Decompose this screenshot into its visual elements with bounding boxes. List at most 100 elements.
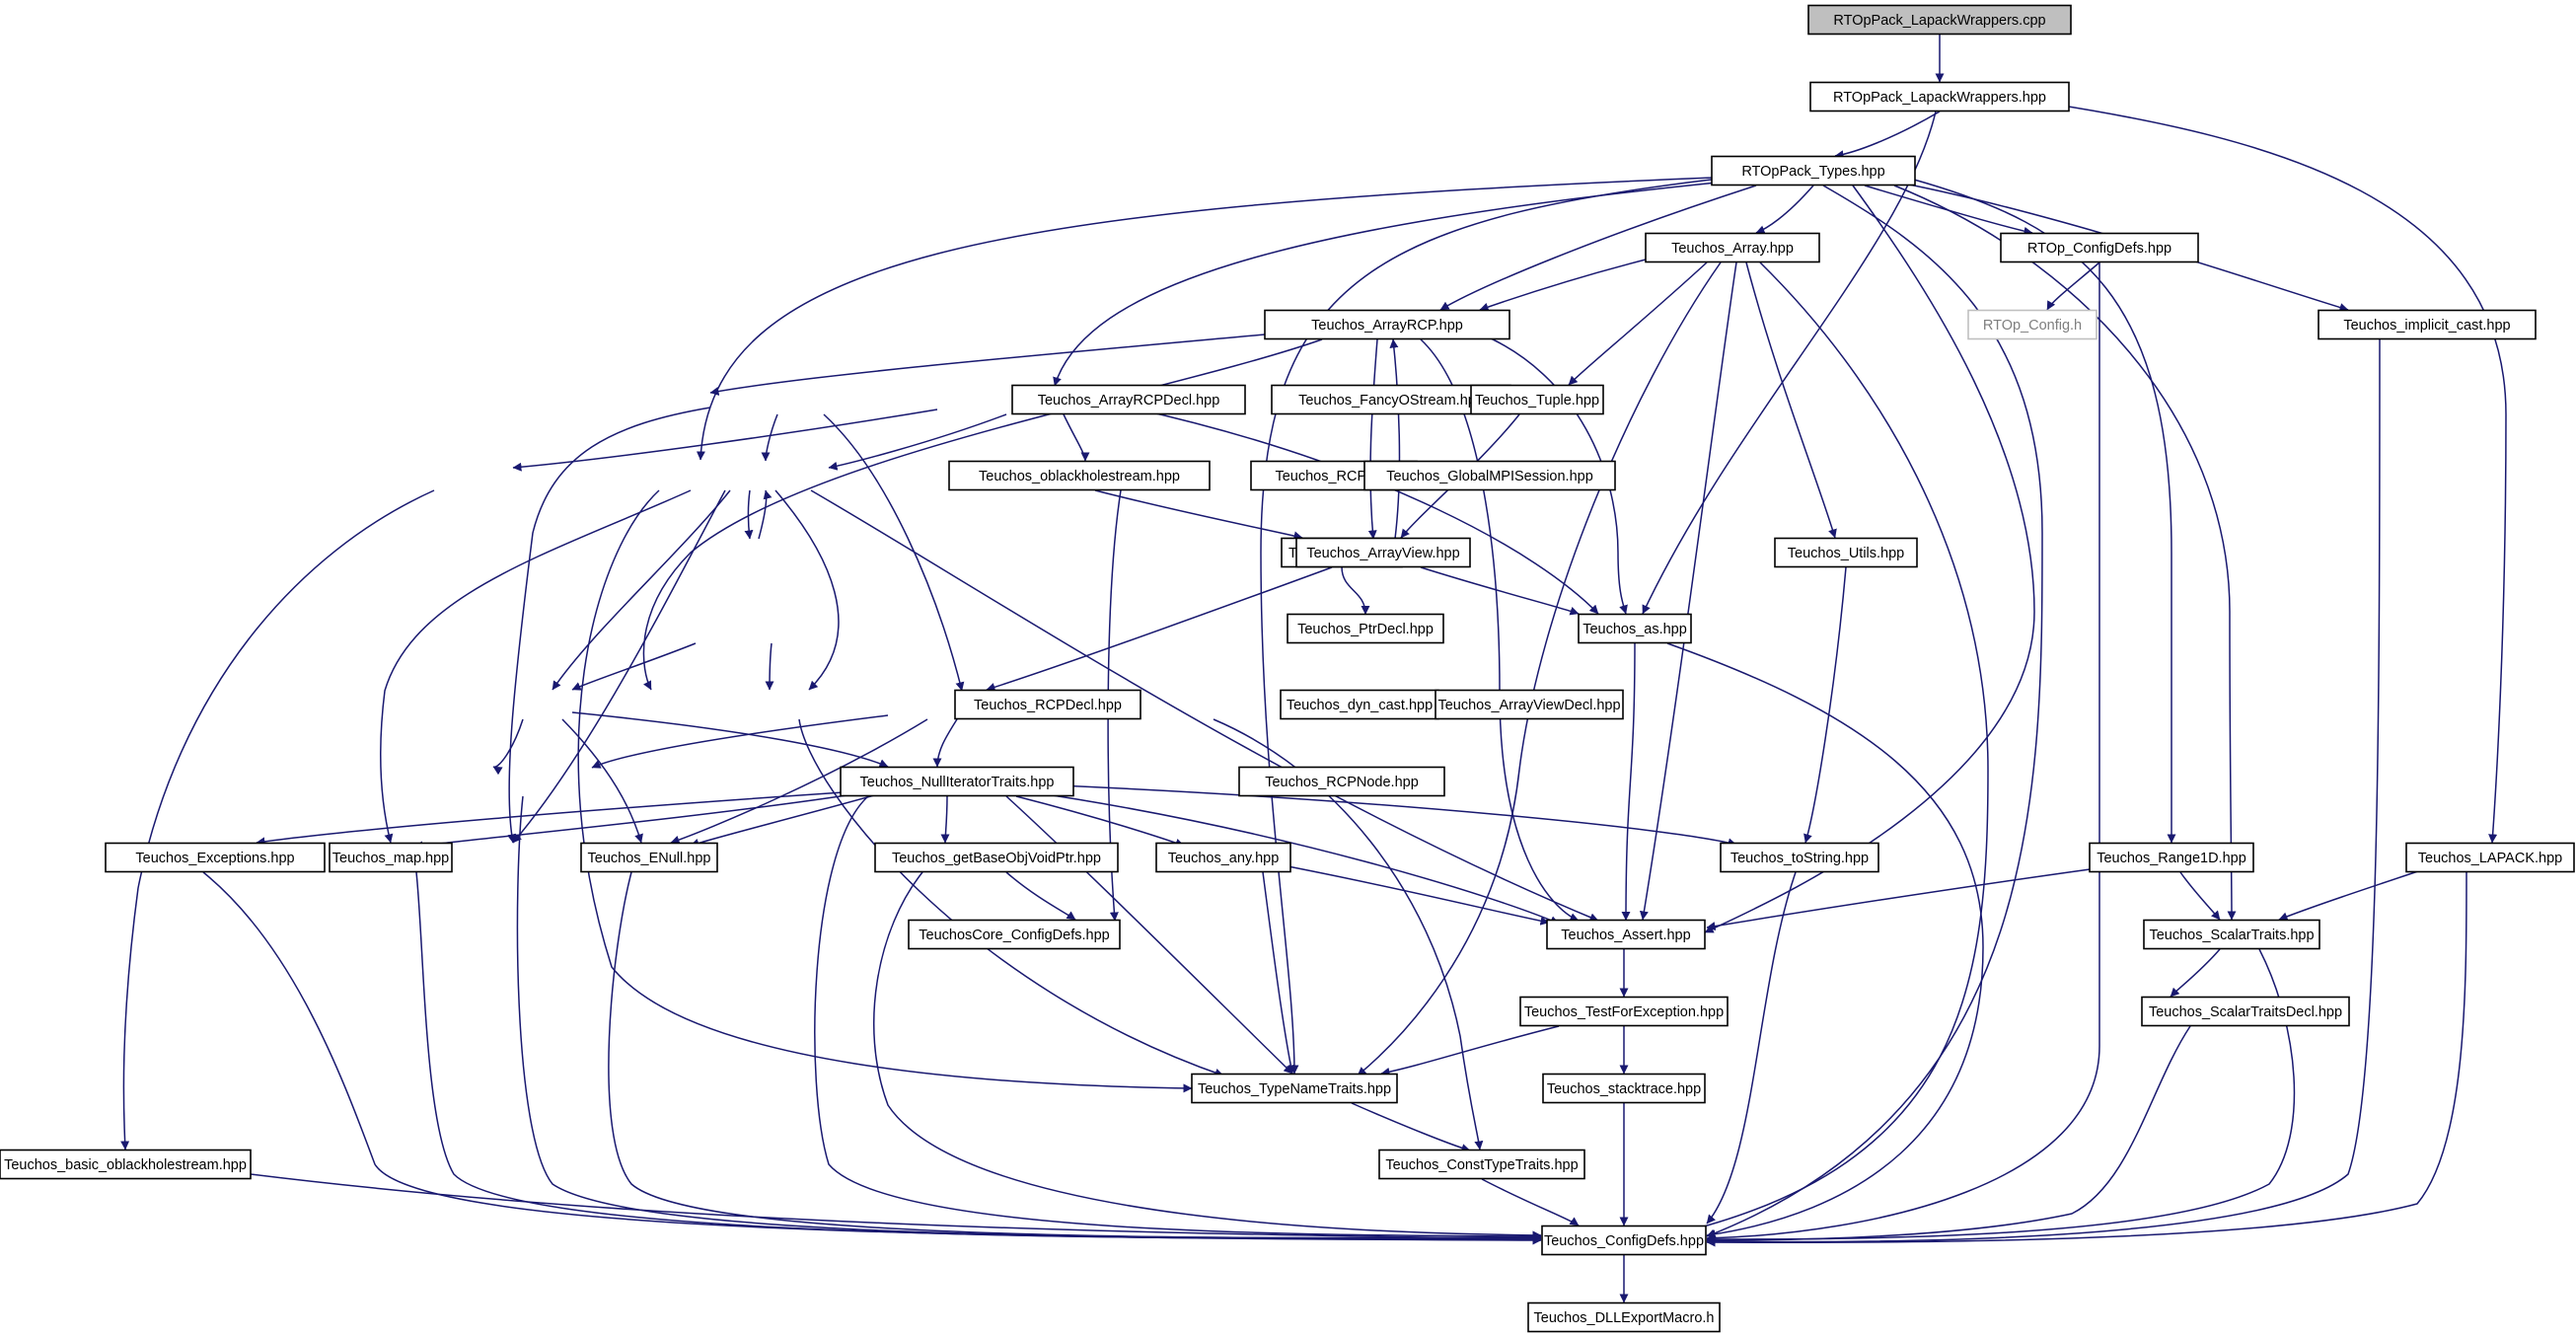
edge-n19-n22 — [492, 718, 524, 776]
node-n0[interactable]: RTOpPack_LapackWrappers.cpp — [1807, 4, 2072, 36]
node-label: Teuchos_FancyOStream.hpp — [1298, 393, 1484, 409]
edge-n27-n32 — [1005, 871, 1076, 921]
edge-n14-n18 — [1341, 566, 1370, 615]
node-n20[interactable]: Teuchos_dyn_cast.hpp — [1280, 689, 1439, 720]
node-label: Teuchos_basic_oblackholestream.hpp — [4, 1157, 247, 1173]
edge-n3-n16 — [1745, 261, 1837, 539]
node-label: Teuchos_ConstTypeTraits.hpp — [1385, 1157, 1578, 1173]
node-label: Teuchos_GlobalMPISession.hpp — [1386, 469, 1593, 484]
edge-n2-n3 — [1755, 185, 1814, 234]
edge-n1-n2 — [1834, 111, 1941, 160]
edge-n2-n41 — [1706, 185, 2043, 1238]
node-box — [0, 1149, 252, 1180]
edge-n7-n15 — [1367, 338, 1378, 540]
node-label: Teuchos_ConfigDefs.hpp — [1544, 1233, 1704, 1249]
node-n28[interactable]: Teuchos_any.hpp — [1155, 842, 1291, 873]
edge-n4-n5 — [2046, 261, 2100, 311]
edge-n29-n41 — [1706, 871, 1797, 1225]
edge-n27-n41 — [873, 871, 1542, 1240]
edge-n2-n34 — [1893, 185, 2237, 921]
node-label: Teuchos_implicit_cast.hpp — [2343, 318, 2510, 334]
node-n25[interactable]: Teuchos_map.hpp — [329, 842, 453, 873]
node-n41[interactable]: Teuchos_ConfigDefs.hpp — [1541, 1225, 1707, 1256]
node-n19[interactable]: Teuchos_RCPDecl.hpp — [954, 689, 1141, 720]
node-n30[interactable]: Teuchos_Range1D.hpp — [2089, 842, 2254, 873]
node-n1[interactable]: RTOpPack_LapackWrappers.hpp — [1809, 81, 2070, 112]
node-box — [954, 689, 1141, 720]
node-n38[interactable]: Teuchos_stacktrace.hpp — [1542, 1073, 1706, 1104]
node-n3[interactable]: Teuchos_Array.hpp — [1645, 232, 1820, 263]
node-label: Teuchos_Exceptions.hpp — [135, 851, 294, 866]
edge-n21-n22 — [591, 714, 889, 769]
edge-n9-n13 — [1063, 413, 1090, 462]
edge-n18-n19 — [571, 642, 697, 691]
edge-n9-n11 — [512, 409, 938, 472]
edge-n3-n10 — [1568, 261, 1708, 386]
node-box — [1238, 766, 1445, 797]
node-n42[interactable]: Teuchos_DLLExportMacro.h — [1527, 1301, 1721, 1333]
edge-n25-n41 — [415, 871, 1542, 1244]
node-box — [1264, 309, 1510, 340]
node-label: Teuchos_ArrayView.hpp — [1306, 546, 1459, 561]
node-n13[interactable]: Teuchos_GlobalMPISession.hpp — [1363, 460, 1616, 491]
node-n17[interactable]: Teuchos_as.hpp — [1578, 613, 1692, 644]
node-n26[interactable]: Teuchos_ENull.hpp — [580, 842, 718, 873]
node-n11[interactable]: Teuchos_oblackholestream.hpp — [948, 460, 1211, 491]
node-label: Teuchos_Array.hpp — [1671, 241, 1794, 257]
edge-n7-n33 — [1420, 338, 1580, 922]
edge-n17-n33 — [1621, 642, 1636, 921]
node-box — [1541, 1225, 1707, 1256]
node-label: Teuchos_RCP.hpp — [1275, 469, 1392, 484]
node-n39[interactable]: Teuchos_basic_oblackholestream.hpp — [0, 1149, 252, 1180]
edge-n30-n34 — [2179, 871, 2221, 921]
edge-n2-n30 — [1913, 179, 2176, 844]
edge-n31-n34 — [2278, 867, 2428, 922]
node-n34[interactable]: Teuchos_ScalarTraits.hpp — [2143, 919, 2320, 950]
node-label: Teuchos_Assert.hpp — [1561, 928, 1690, 943]
node-layer: RTOpPack_LapackWrappers.cppRTOpPack_Lapa… — [0, 4, 2575, 1333]
node-n2[interactable]: RTOpPack_Types.hpp — [1711, 155, 1916, 186]
node-n24[interactable]: Teuchos_Exceptions.hpp — [105, 842, 326, 873]
node-n35[interactable]: Teuchos_TestForException.hpp — [1519, 996, 1729, 1027]
node-n33[interactable]: Teuchos_Assert.hpp — [1546, 919, 1706, 950]
node-n36[interactable]: Teuchos_ScalarTraitsDecl.hpp — [2141, 996, 2350, 1027]
node-label: Teuchos_NullIteratorTraits.hpp — [860, 775, 1055, 790]
edge-n28-n33 — [1277, 863, 1550, 926]
node-label: RTOpPack_Types.hpp — [1741, 164, 1884, 180]
node-box — [580, 842, 718, 873]
node-n7[interactable]: Teuchos_ArrayRCP.hpp — [1264, 309, 1510, 340]
edge-n3-n41 — [1676, 261, 1989, 1236]
node-n31[interactable]: Teuchos_LAPACK.hpp — [2405, 842, 2575, 873]
node-n21[interactable]: Teuchos_ArrayViewDecl.hpp — [1435, 689, 1624, 720]
node-n37[interactable]: Teuchos_TypeNameTraits.hpp — [1191, 1073, 1398, 1104]
node-n27[interactable]: Teuchos_getBaseObjVoidPtr.hpp — [874, 842, 1119, 873]
edge-n35-n37 — [1380, 1025, 1560, 1077]
node-n32[interactable]: TeuchosCore_ConfigDefs.hpp — [908, 919, 1121, 950]
edge-n21-n26 — [670, 718, 928, 845]
node-n18[interactable]: Teuchos_PtrDecl.hpp — [1287, 613, 1444, 644]
node-box — [1774, 537, 1918, 568]
edge-n23-n29 — [1035, 783, 1737, 848]
edge-n37-n40 — [1351, 1102, 1471, 1152]
node-n6[interactable]: Teuchos_implicit_cast.hpp — [2318, 309, 2537, 340]
node-label: RTOp_Config.h — [1983, 318, 2082, 334]
node-n16[interactable]: Teuchos_Utils.hpp — [1774, 537, 1918, 568]
node-n40[interactable]: Teuchos_ConstTypeTraits.hpp — [1378, 1149, 1585, 1180]
node-label: Teuchos_stacktrace.hpp — [1547, 1081, 1701, 1097]
node-n15[interactable]: Teuchos_ArrayView.hpp — [1295, 537, 1471, 568]
node-box — [1527, 1301, 1721, 1333]
node-box — [840, 766, 1074, 797]
edge-n23-n27 — [940, 795, 950, 844]
node-n10[interactable]: Teuchos_Tuple.hpp — [1470, 384, 1604, 415]
node-box — [1720, 842, 1879, 873]
node-label: RTOpPack_LapackWrappers.cpp — [1833, 13, 2045, 29]
node-label: Teuchos_ENull.hpp — [588, 851, 711, 866]
node-n8[interactable]: Teuchos_ArrayRCPDecl.hpp — [1011, 384, 1246, 415]
edge-n8-n21 — [823, 413, 965, 692]
node-n29[interactable]: Teuchos_toString.hpp — [1720, 842, 1879, 873]
node-n22[interactable]: Teuchos_NullIteratorTraits.hpp — [840, 766, 1074, 797]
node-n23[interactable]: Teuchos_RCPNode.hpp — [1238, 766, 1445, 797]
node-n4[interactable]: RTOp_ConfigDefs.hpp — [2000, 232, 2199, 263]
node-box — [1011, 384, 1246, 415]
